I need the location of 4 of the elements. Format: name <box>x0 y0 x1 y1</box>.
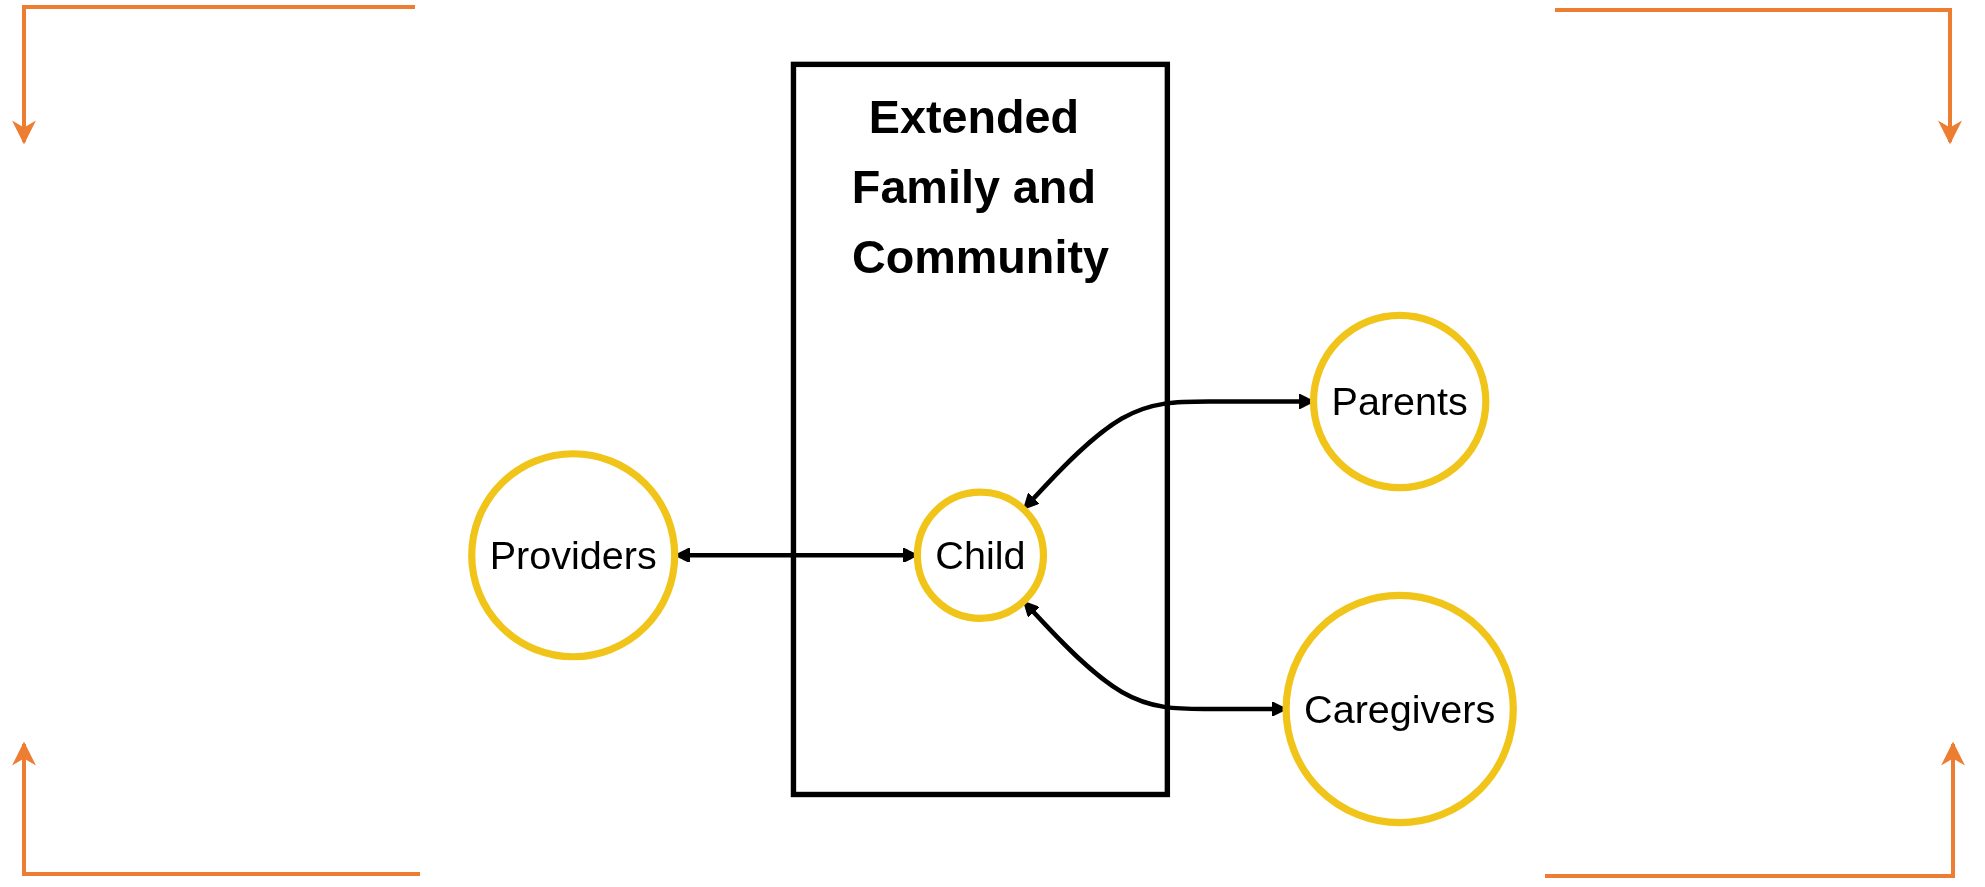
node-circle: Child <box>913 488 1048 622</box>
node-circle: Parents <box>1309 311 1490 492</box>
node-circle: Providers <box>468 450 679 661</box>
node-circle: Caregivers <box>1282 591 1517 827</box>
